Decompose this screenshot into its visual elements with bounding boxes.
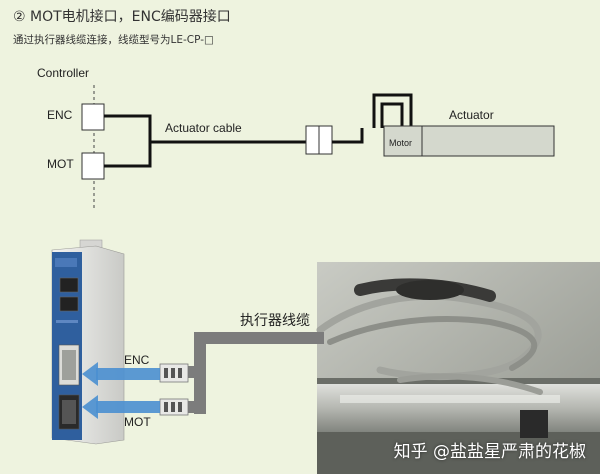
mot-label: MOT [47,157,74,171]
mot-connector [81,152,105,180]
section-title: ② MOT电机接口，ENC编码器接口 [13,9,231,25]
enc-label: ENC [47,108,73,122]
photo-enc-label: ENC [124,353,150,367]
photo-mot-label: MOT [124,415,151,429]
controller-label: Controller [37,66,89,80]
actuator-cable-gray [194,332,324,372]
mot-arrow [82,395,160,419]
section-subtitle: 通过执行器线缆连接，线缆型号为LE-CP-□ [13,34,214,46]
actuator-label: Actuator [449,108,494,122]
port-upper [59,277,79,293]
enc-cable-line [104,114,312,144]
mot-cable-line [104,142,152,168]
actuator-cable-label: Actuator cable [165,121,242,135]
enc-plug [159,363,189,383]
mot-plug [159,398,189,416]
actuator-body [383,125,555,157]
cable-label-cn: 执行器线缆 [240,313,310,329]
port-lower [59,296,79,312]
actuator-photo [316,262,600,474]
controller-device [51,239,125,445]
enc-connector [81,103,105,131]
watermark-text: 知乎 @盐盐星严肃的花椒 [393,442,586,462]
enc-arrow [82,362,160,386]
motor-label: Motor [389,138,412,148]
